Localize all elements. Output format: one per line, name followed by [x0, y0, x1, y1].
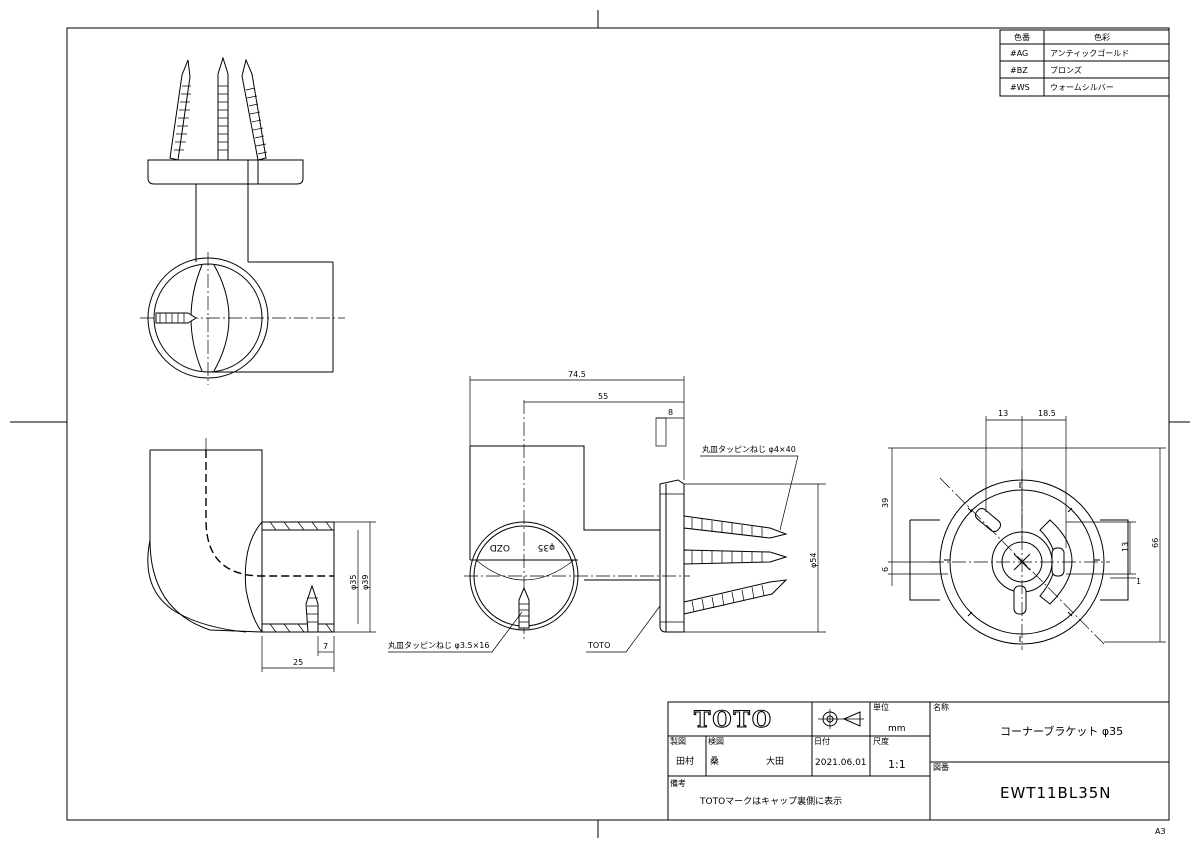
- dim-base-height: φ54: [809, 553, 818, 568]
- dim-pipe-outer: φ39: [361, 575, 370, 590]
- dim-side-39: 39: [881, 498, 890, 508]
- wood-screw: [217, 56, 229, 161]
- remarks-value: TOTOマークはキャップ裏側に表示: [699, 795, 842, 807]
- dim-side-13: 13: [1121, 542, 1130, 552]
- dim-top-left: 13: [998, 409, 1008, 418]
- dim-total-width: 74.5: [568, 370, 586, 379]
- drawing-no-value: EWT11BL35N: [1000, 784, 1112, 802]
- scale-label: 尺度: [873, 736, 889, 746]
- drawing-no-label: 図番: [933, 762, 949, 772]
- color-row-name: ウォームシルバー: [1050, 83, 1114, 92]
- wood-screw: [974, 507, 1002, 533]
- name-label: 名称: [933, 702, 949, 712]
- color-row-code: #WS: [1010, 83, 1030, 92]
- wood-screw: [683, 515, 788, 539]
- projection-symbol-icon: [818, 709, 864, 729]
- pipe-engraving-mark: OZD: [490, 542, 510, 552]
- paper-size-label: A3: [1155, 827, 1166, 836]
- wood-screw: [1013, 585, 1027, 615]
- checker-value: 桑: [710, 756, 719, 767]
- date-label: 日付: [814, 736, 830, 746]
- unit-value: mm: [888, 724, 906, 734]
- wood-screw: [241, 58, 268, 161]
- color-table: 色番 色彩 #AG アンティックゴールド #BZ ブロンズ #WS ウォームシル…: [999, 29, 1170, 97]
- wood-screw: [169, 59, 191, 161]
- view-elbow-section: φ35 φ39 25 7: [147, 438, 376, 672]
- wood-screw: [155, 312, 197, 324]
- pipe-engraving-dia: φ35: [538, 542, 555, 552]
- brand-logo: TOTO: [694, 707, 773, 733]
- callout-brand-mark: TOTO: [587, 641, 610, 650]
- dim-screw-offset: 7: [323, 642, 328, 651]
- dim-socket-depth: 25: [293, 658, 303, 667]
- sheet-border: [10, 10, 1190, 838]
- wood-screw: [683, 579, 788, 615]
- scale-value: 1:1: [888, 758, 906, 771]
- dim-side-66: 66: [1151, 538, 1160, 548]
- approver-value: 大田: [766, 755, 784, 767]
- checker-label: 検図: [708, 736, 724, 746]
- callout-large-screw: 丸皿タッピンねじ φ4×40: [702, 444, 796, 454]
- unit-label: 単位: [873, 702, 889, 712]
- color-row-code: #BZ: [1010, 66, 1028, 75]
- view-front: φ35 OZD 74.5 55 8 φ54: [388, 370, 826, 653]
- wood-screw: [518, 586, 530, 629]
- dim-pipe-inner: φ35: [349, 575, 358, 590]
- color-table-header-code: 色番: [1014, 32, 1030, 42]
- wood-screw: [305, 584, 319, 633]
- name-value: コーナーブラケット φ35: [1000, 724, 1123, 738]
- wood-screw: [683, 549, 788, 565]
- color-row-name: アンティックゴールド: [1050, 48, 1129, 58]
- color-row-name: ブロンズ: [1050, 65, 1082, 75]
- callout-small-screw: 丸皿タッピンねじ φ3.5×16: [388, 640, 489, 650]
- color-table-header-name: 色彩: [1094, 32, 1110, 42]
- color-row-code: #AG: [1010, 49, 1028, 58]
- view-top-left: [140, 56, 345, 385]
- remarks-label: 備考: [670, 778, 686, 788]
- dim-side-6: 6: [881, 567, 890, 572]
- dim-top-right: 18.5: [1038, 409, 1056, 418]
- view-base-plate: 13 18.5 39 6 66 13 1: [881, 409, 1166, 650]
- dim-side-1: 1: [1136, 577, 1141, 586]
- date-value: 2021.06.01: [815, 758, 867, 768]
- dim-plate-thickness: 8: [668, 408, 673, 417]
- drafter-label: 製図: [670, 736, 686, 746]
- dim-center-offset: 55: [598, 392, 608, 401]
- title-block: TOTO 単位 mm 名称 コーナーブラケット φ35 製図 田村 検図 桑 大…: [667, 701, 1170, 821]
- drafter-value: 田村: [676, 755, 694, 767]
